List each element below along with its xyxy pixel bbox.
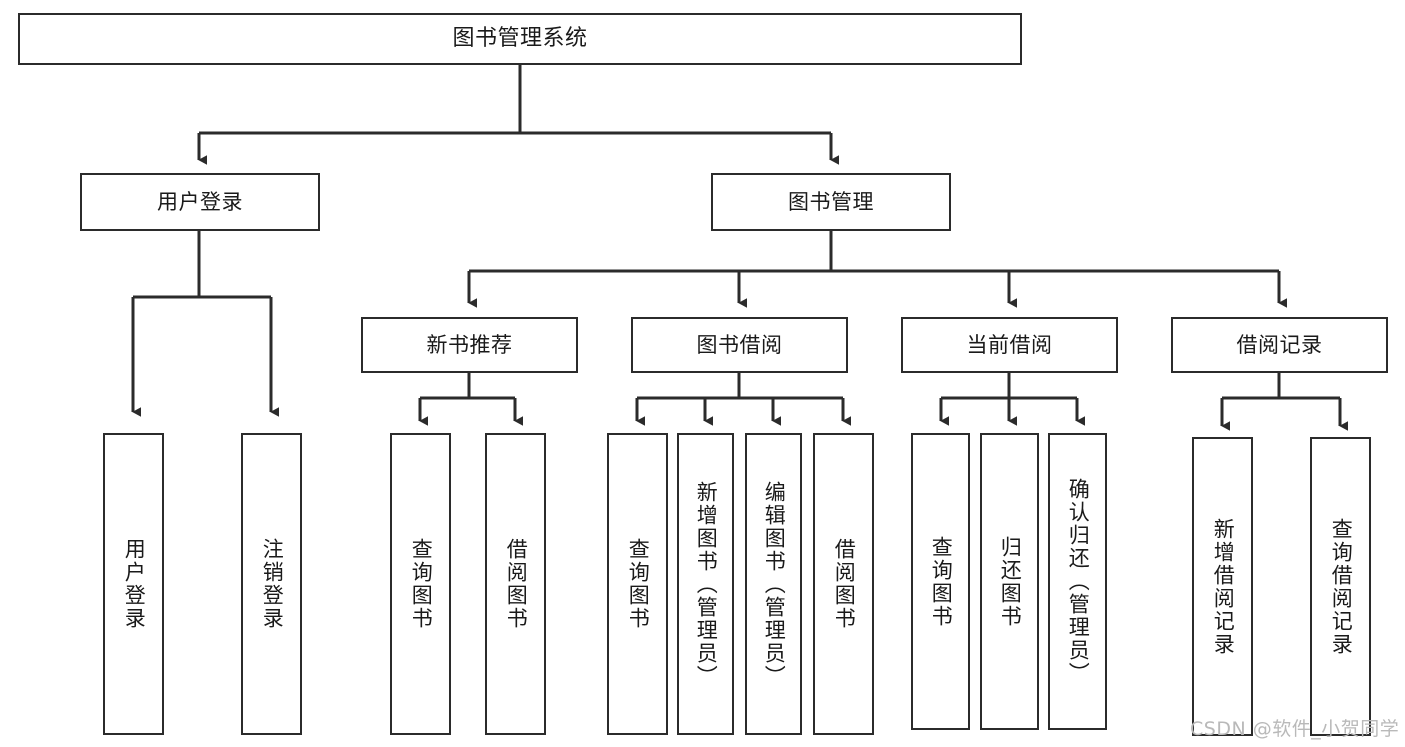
- leaf-book-borrow-lend[interactable]: 借阅图书: [813, 433, 874, 735]
- leaf-book-borrow-edit-label: 编辑图书（管理员）: [762, 480, 787, 688]
- leaf-book-borrow-edit[interactable]: 编辑图书（管理员）: [745, 433, 802, 735]
- node-user-login[interactable]: 用户登录: [80, 173, 320, 231]
- node-new-book-recommend[interactable]: 新书推荐: [361, 317, 578, 373]
- leaf-current-borrow-return[interactable]: 归还图书: [980, 433, 1039, 730]
- node-root[interactable]: 图书管理系统: [18, 13, 1022, 65]
- leaf-user-login-signout[interactable]: 注销登录: [241, 433, 302, 735]
- leaf-borrow-record-query[interactable]: 查询借阅记录: [1310, 437, 1371, 736]
- leaf-new-book-query[interactable]: 查询图书: [390, 433, 451, 735]
- leaf-new-book-query-label: 查询图书: [409, 538, 434, 630]
- leaf-borrow-record-add[interactable]: 新增借阅记录: [1192, 437, 1253, 736]
- node-book-borrow-label: 图书借阅: [696, 332, 783, 357]
- leaf-current-borrow-query-label: 查询图书: [929, 535, 954, 628]
- leaf-current-borrow-confirm[interactable]: 确认归还（管理员）: [1048, 433, 1107, 730]
- node-new-book-recommend-label: 新书推荐: [426, 332, 513, 357]
- leaf-current-borrow-return-label: 归还图书: [998, 535, 1023, 628]
- leaf-book-borrow-query[interactable]: 查询图书: [607, 433, 668, 735]
- leaf-book-borrow-query-label: 查询图书: [626, 538, 651, 630]
- leaf-book-borrow-add[interactable]: 新增图书（管理员）: [677, 433, 734, 735]
- leaf-borrow-record-query-label: 查询借阅记录: [1329, 517, 1354, 656]
- leaf-current-borrow-query[interactable]: 查询图书: [911, 433, 970, 730]
- node-root-label: 图书管理系统: [452, 26, 588, 52]
- node-book-management[interactable]: 图书管理: [711, 173, 951, 231]
- node-book-management-label: 图书管理: [788, 189, 874, 214]
- node-borrow-record-label: 借阅记录: [1236, 332, 1323, 357]
- leaf-user-login-signin[interactable]: 用户登录: [103, 433, 164, 735]
- node-user-login-label: 用户登录: [157, 189, 243, 214]
- leaf-book-borrow-add-label: 新增图书（管理员）: [694, 480, 719, 688]
- leaf-user-login-signout-label: 注销登录: [260, 538, 285, 630]
- leaf-book-borrow-lend-label: 借阅图书: [832, 538, 857, 630]
- leaf-current-borrow-confirm-label: 确认归还（管理员）: [1066, 478, 1091, 685]
- node-current-borrow-label: 当前借阅: [966, 332, 1053, 357]
- node-borrow-record[interactable]: 借阅记录: [1171, 317, 1388, 373]
- node-current-borrow[interactable]: 当前借阅: [901, 317, 1118, 373]
- leaf-borrow-record-add-label: 新增借阅记录: [1211, 517, 1236, 656]
- leaf-new-book-borrow-label: 借阅图书: [504, 538, 529, 630]
- leaf-new-book-borrow[interactable]: 借阅图书: [485, 433, 546, 735]
- leaf-user-login-signin-label: 用户登录: [122, 538, 147, 630]
- node-book-borrow[interactable]: 图书借阅: [631, 317, 848, 373]
